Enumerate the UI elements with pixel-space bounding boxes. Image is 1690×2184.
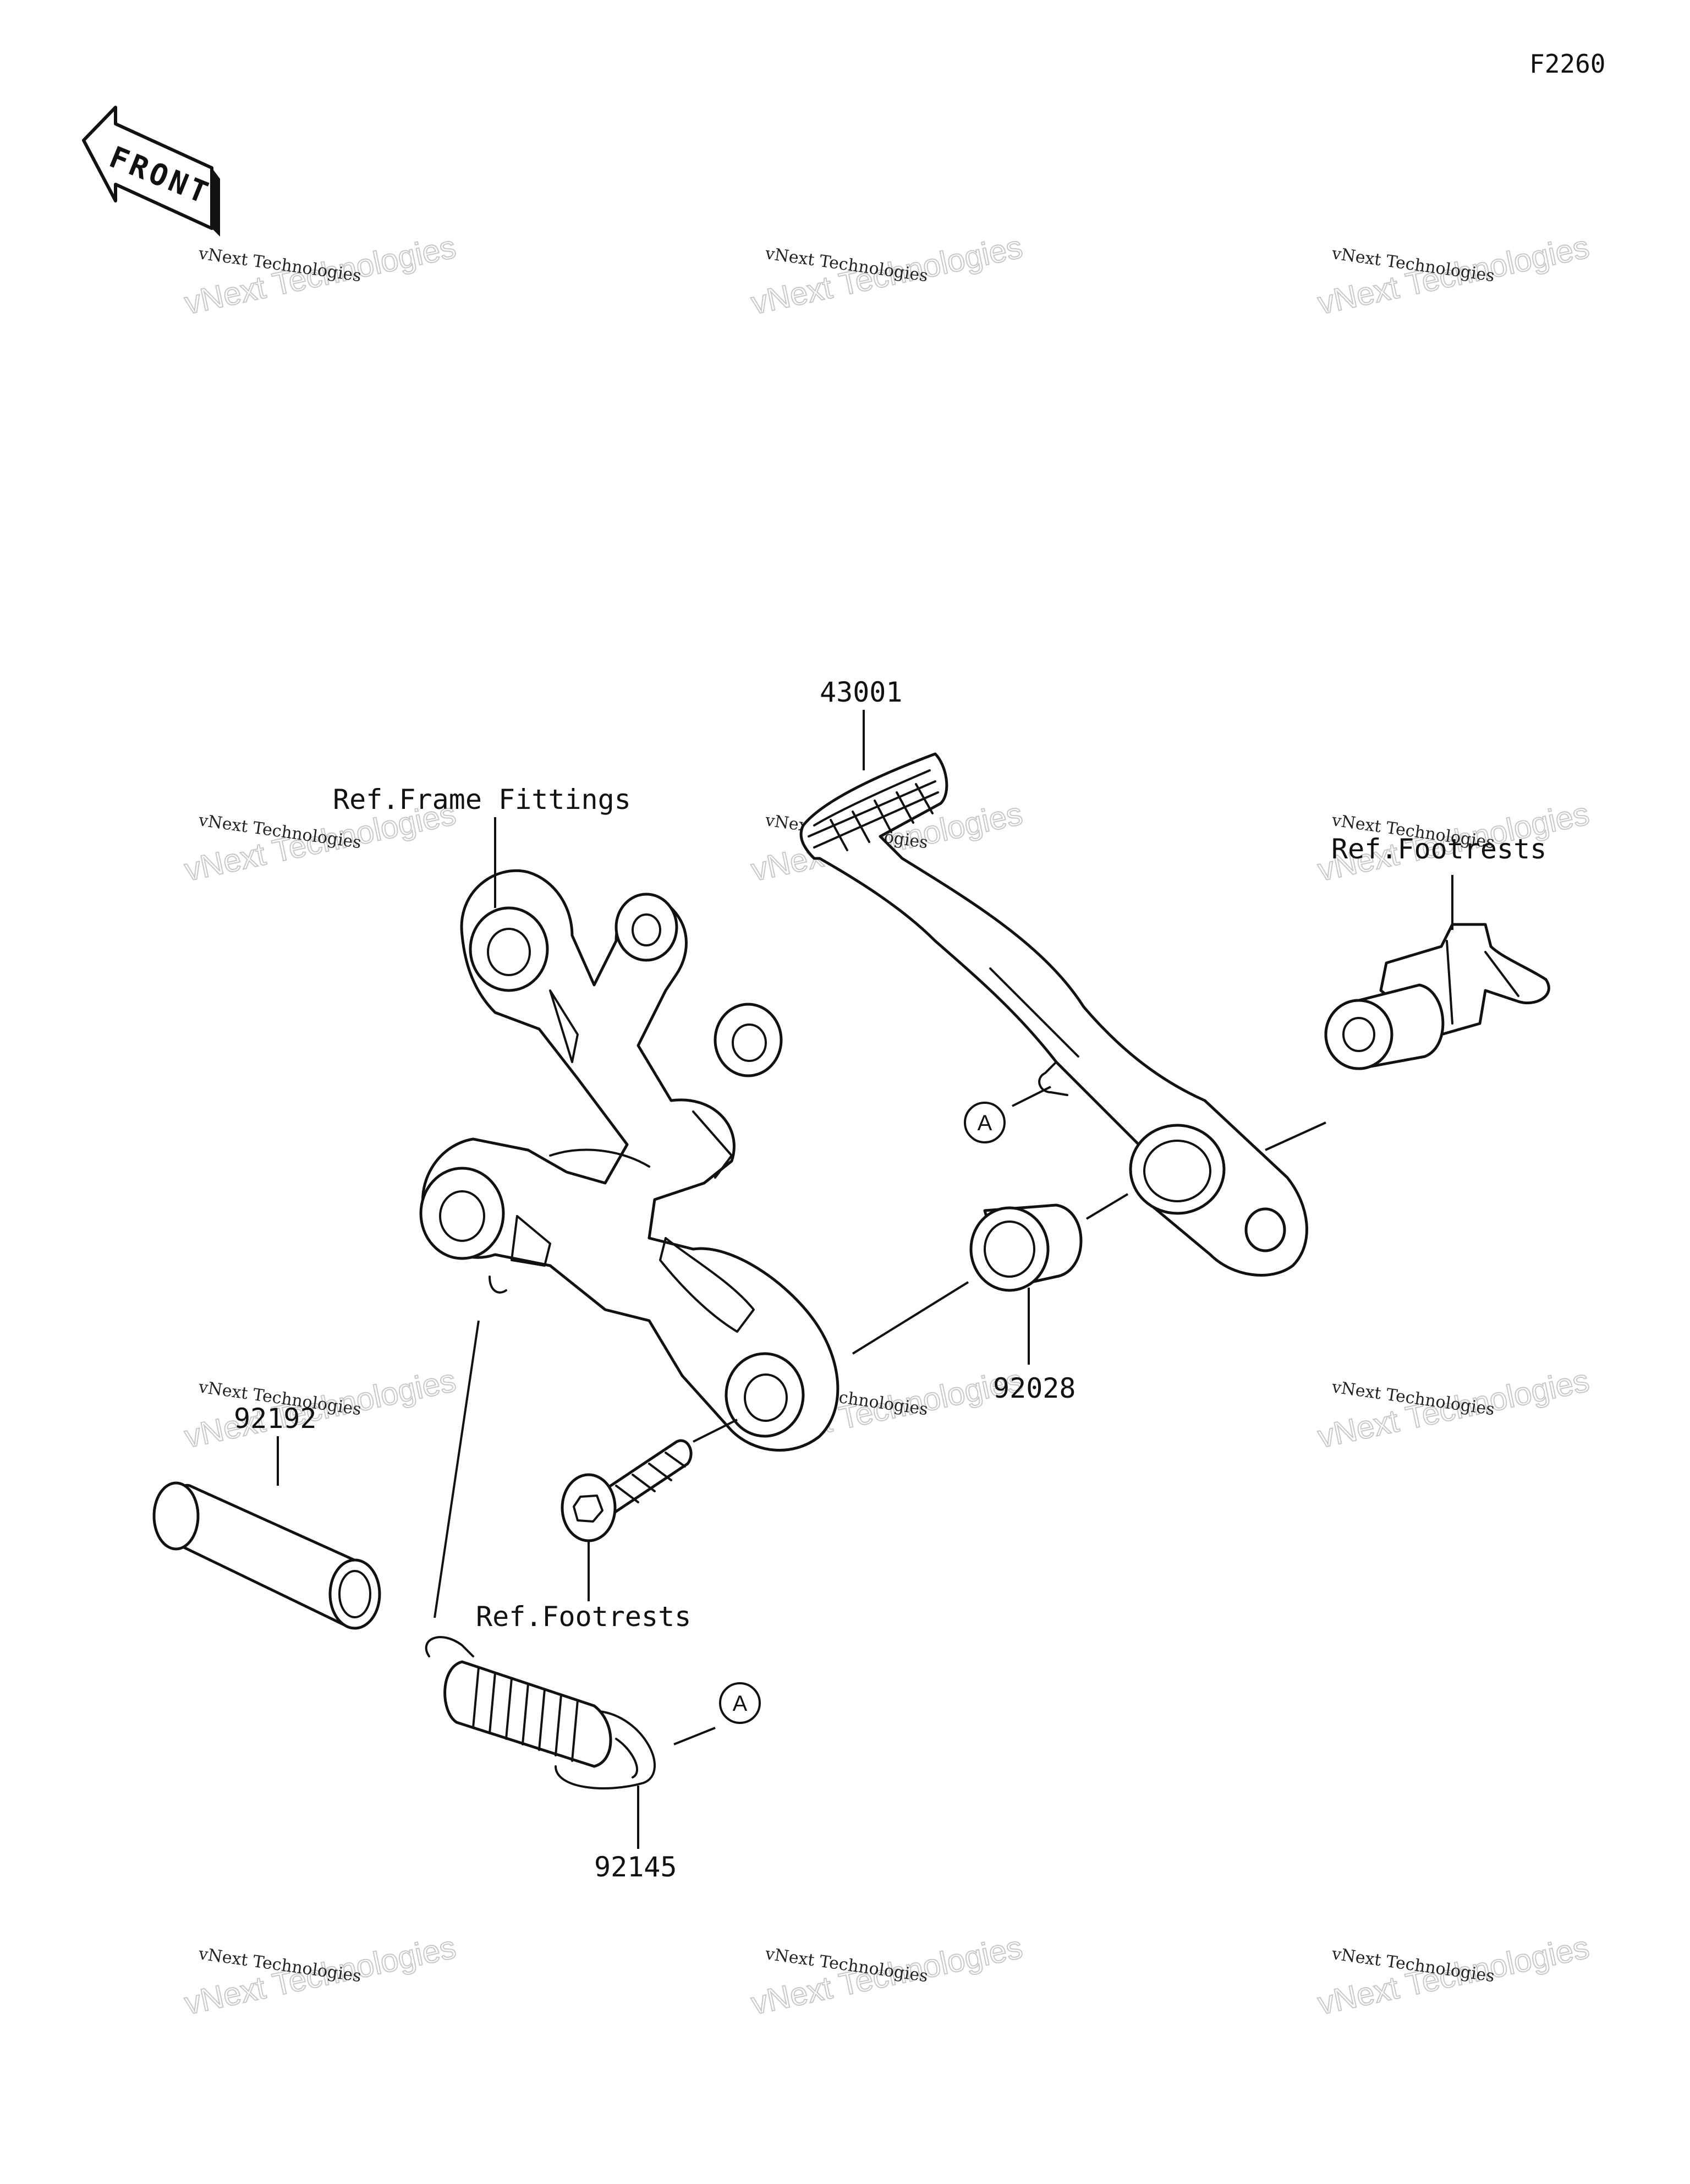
leader-lines [277,710,1453,1849]
part-number-92192: 92192 [234,1403,317,1435]
part-number-43001: 43001 [820,676,903,708]
part-43001-brake-pedal [799,752,1308,1277]
callout-a-upper: A [964,1102,1006,1143]
part-92192-pipe [152,1481,381,1630]
callout-a-label: A [733,1692,748,1716]
part-number-92145: 92145 [594,1851,677,1883]
figure-code: F2260 [1529,49,1605,79]
part-92028-collar [969,1203,1083,1292]
callout-a-lower: A [719,1682,761,1724]
part-number-92028: 92028 [993,1372,1076,1404]
callout-a-label: A [978,1111,992,1135]
front-arrow-icon: FRONT [82,106,220,237]
footrest-bolt [561,1439,693,1542]
ref-frame-fittings: Ref.Frame Fittings [333,784,631,815]
part-92145-spring [425,1636,656,1789]
ref-footrests-lower: Ref.Footrests [476,1601,691,1633]
watermark-grid: vNext Technologies vNext Technologies vN… [181,228,1593,2022]
ref-footrests-upper: Ref.Footrests [1331,833,1546,865]
footrest-clevis [1324,923,1550,1070]
footrest-bracket [419,869,839,1452]
